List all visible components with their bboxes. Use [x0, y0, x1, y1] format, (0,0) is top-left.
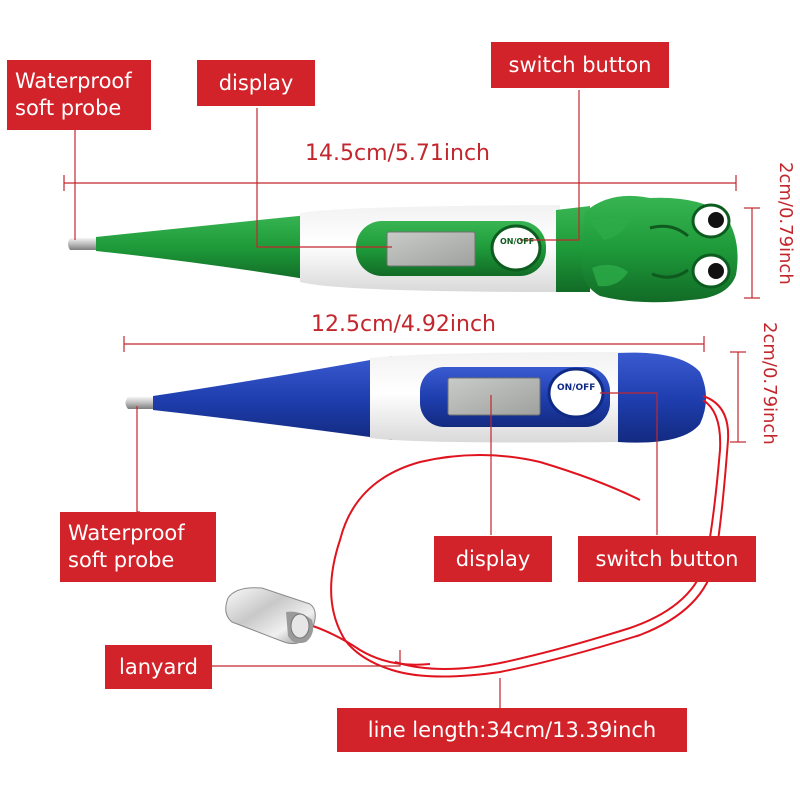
green-probe-label-line1: Waterproof: [15, 69, 132, 93]
green-button-text: ON/OFF: [500, 237, 535, 246]
blue-switch-label: switch button: [578, 536, 756, 582]
blue-length-dimension: [123, 336, 705, 352]
blue-width-text: 2cm/0.79inch: [759, 322, 780, 445]
green-lcd: [386, 231, 476, 267]
leader-lines: [74, 90, 658, 708]
lanyard-label: lanyard: [105, 645, 212, 689]
green-length-text: 14.5cm/5.71inch: [305, 141, 491, 166]
blue-probe-tip: [125, 397, 154, 409]
green-width-text: 2cm/0.79inch: [775, 162, 796, 285]
green-probe-tip: [68, 238, 97, 250]
green-display-label: display: [197, 60, 315, 106]
blue-lcd: [447, 377, 541, 416]
green-probe-label-line2: soft probe: [15, 96, 122, 120]
green-width-dimension: [744, 207, 760, 299]
blue-display-label: display: [434, 536, 552, 582]
blue-probe-label: Waterproof soft probe: [60, 512, 216, 582]
blue-button-text: ON/OFF: [557, 383, 596, 393]
lanyard-clip: [225, 587, 316, 645]
blue-probe-label-line2: soft probe: [68, 548, 175, 572]
green-tail-base: [556, 206, 590, 292]
blue-switch-button: [547, 367, 605, 419]
blue-probe: [153, 356, 392, 440]
green-switch-button: [490, 224, 542, 272]
line-length-label: line length:34cm/13.39inch: [337, 708, 687, 752]
blue-tail: [618, 352, 706, 443]
blue-width-dimension: [730, 351, 746, 443]
green-switch-label: switch button: [491, 42, 669, 88]
green-length-dimension: [63, 175, 737, 191]
green-probe-label: Waterproof soft probe: [7, 60, 151, 130]
green-thermometer: [68, 195, 738, 303]
blue-length-text: 12.5cm/4.92inch: [311, 312, 497, 337]
frog-head: [581, 195, 738, 303]
green-probe: [96, 214, 318, 281]
blue-probe-label-line1: Waterproof: [68, 521, 185, 545]
blue-thermometer: [125, 352, 706, 443]
